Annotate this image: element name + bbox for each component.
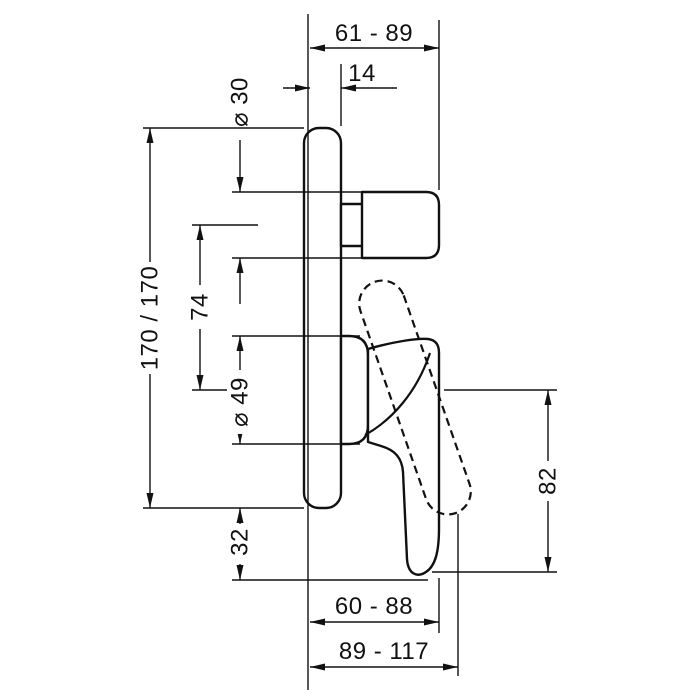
dim-projection-total: 89 - 117 — [310, 514, 459, 676]
dim-projection-knob: 61 - 89 — [310, 20, 440, 190]
escutcheon-plate — [302, 126, 343, 510]
dim-handle-spacing: 74 — [187, 224, 258, 391]
lever-handle — [366, 337, 441, 576]
dim-label-plate-thickness: 14 — [348, 60, 376, 87]
dim-plate-size: 170 / 170 — [137, 127, 304, 509]
dim-projection-body: 60 - 88 — [310, 578, 440, 633]
dim-label-projection-total: 89 - 117 — [339, 638, 429, 665]
dim-plate-thickness: 14 — [283, 60, 397, 126]
shutoff-knob — [360, 190, 441, 260]
dim-label-lever-length: 82 — [535, 467, 562, 495]
label-mask — [187, 285, 213, 329]
label-mask — [535, 461, 561, 501]
label-mask — [227, 370, 253, 434]
dim-label-projection-body: 60 - 88 — [335, 593, 413, 620]
dim-lever-drop: 32 — [227, 508, 428, 581]
dim-lever-base-diameter: ⌀ 49 — [227, 335, 360, 445]
dim-label-projection-knob: 61 - 89 — [335, 20, 413, 47]
dim-label-handle-spacing: 74 — [187, 293, 214, 321]
label-mask — [137, 262, 163, 374]
mixer-fixture — [302, 14, 472, 690]
dim-label-lever-base-diameter: ⌀ 49 — [227, 377, 254, 427]
lever-rosette — [339, 334, 370, 446]
dim-lever-length: 82 — [432, 389, 562, 573]
dim-label-knob-diameter: ⌀ 30 — [227, 77, 254, 127]
lever-edge-line — [364, 352, 432, 436]
dim-knob-diameter: ⌀ 30 — [227, 77, 362, 304]
label-mask — [227, 524, 253, 564]
dim-label-plate-size: 170 / 170 — [137, 266, 164, 371]
dim-label-lever-drop: 32 — [227, 528, 254, 556]
knob-stem — [339, 202, 366, 248]
